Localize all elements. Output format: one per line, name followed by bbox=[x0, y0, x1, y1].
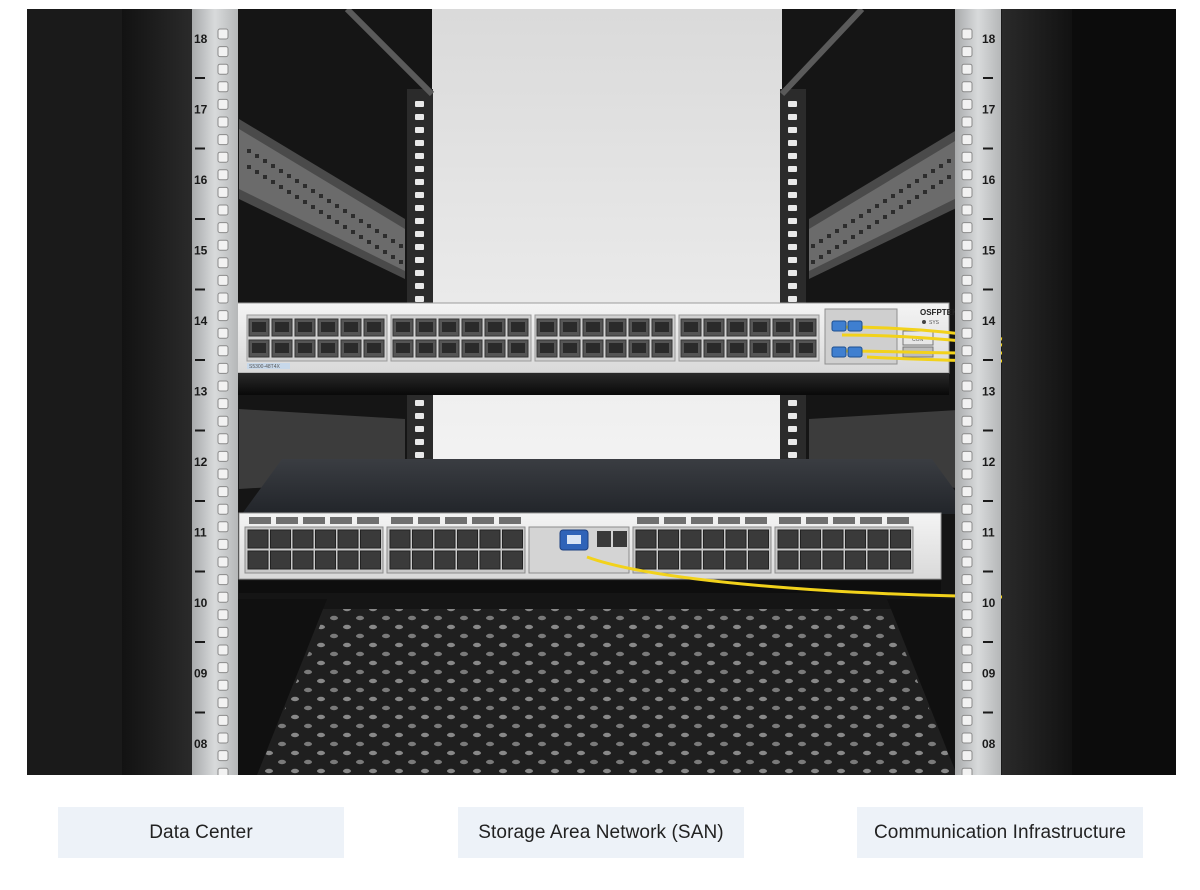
rack-unit-label: 11 bbox=[982, 526, 995, 540]
rack-unit-label: 14 bbox=[982, 314, 996, 328]
tag-storage-area-network: Storage Area Network (SAN) bbox=[458, 807, 744, 858]
rack-unit-label: 11 bbox=[194, 526, 207, 540]
rack-unit-label: 13 bbox=[982, 385, 996, 399]
rack-unit-label: 15 bbox=[194, 244, 208, 258]
tag-communication-infrastructure: Communication Infrastructure bbox=[857, 807, 1143, 858]
rack-unit-label: 14 bbox=[194, 314, 208, 328]
application-tags: Data Center Storage Area Network (SAN) C… bbox=[0, 807, 1200, 859]
sys-led-label: SYS bbox=[929, 320, 940, 326]
rack-unit-label: 18 bbox=[982, 32, 996, 46]
rack-unit-label: 16 bbox=[982, 173, 996, 187]
rack-unit-label: 08 bbox=[982, 737, 996, 751]
rack-unit-label: 10 bbox=[982, 596, 996, 610]
rack-unit-label: 17 bbox=[982, 103, 996, 117]
console-port-label: CON bbox=[912, 337, 924, 343]
rack-unit-label: 18 bbox=[194, 32, 208, 46]
switch-brand-logo: OSFPTEK bbox=[920, 308, 958, 317]
rack-unit-label: 10 bbox=[194, 596, 208, 610]
rack-unit-label: 17 bbox=[194, 103, 208, 117]
rack-unit-label: 12 bbox=[982, 455, 996, 469]
rack-unit-label: 09 bbox=[982, 667, 996, 681]
rack-unit-label: 09 bbox=[194, 667, 208, 681]
tag-data-center: Data Center bbox=[58, 807, 344, 858]
rack-unit-label: 13 bbox=[194, 385, 208, 399]
switch-model-label: S5300-48T4X bbox=[249, 364, 281, 370]
rack-unit-label: 08 bbox=[194, 737, 208, 751]
rack-unit-label: 16 bbox=[194, 173, 208, 187]
rack-unit-label: 12 bbox=[194, 455, 208, 469]
rack-unit-label: 15 bbox=[982, 244, 996, 258]
